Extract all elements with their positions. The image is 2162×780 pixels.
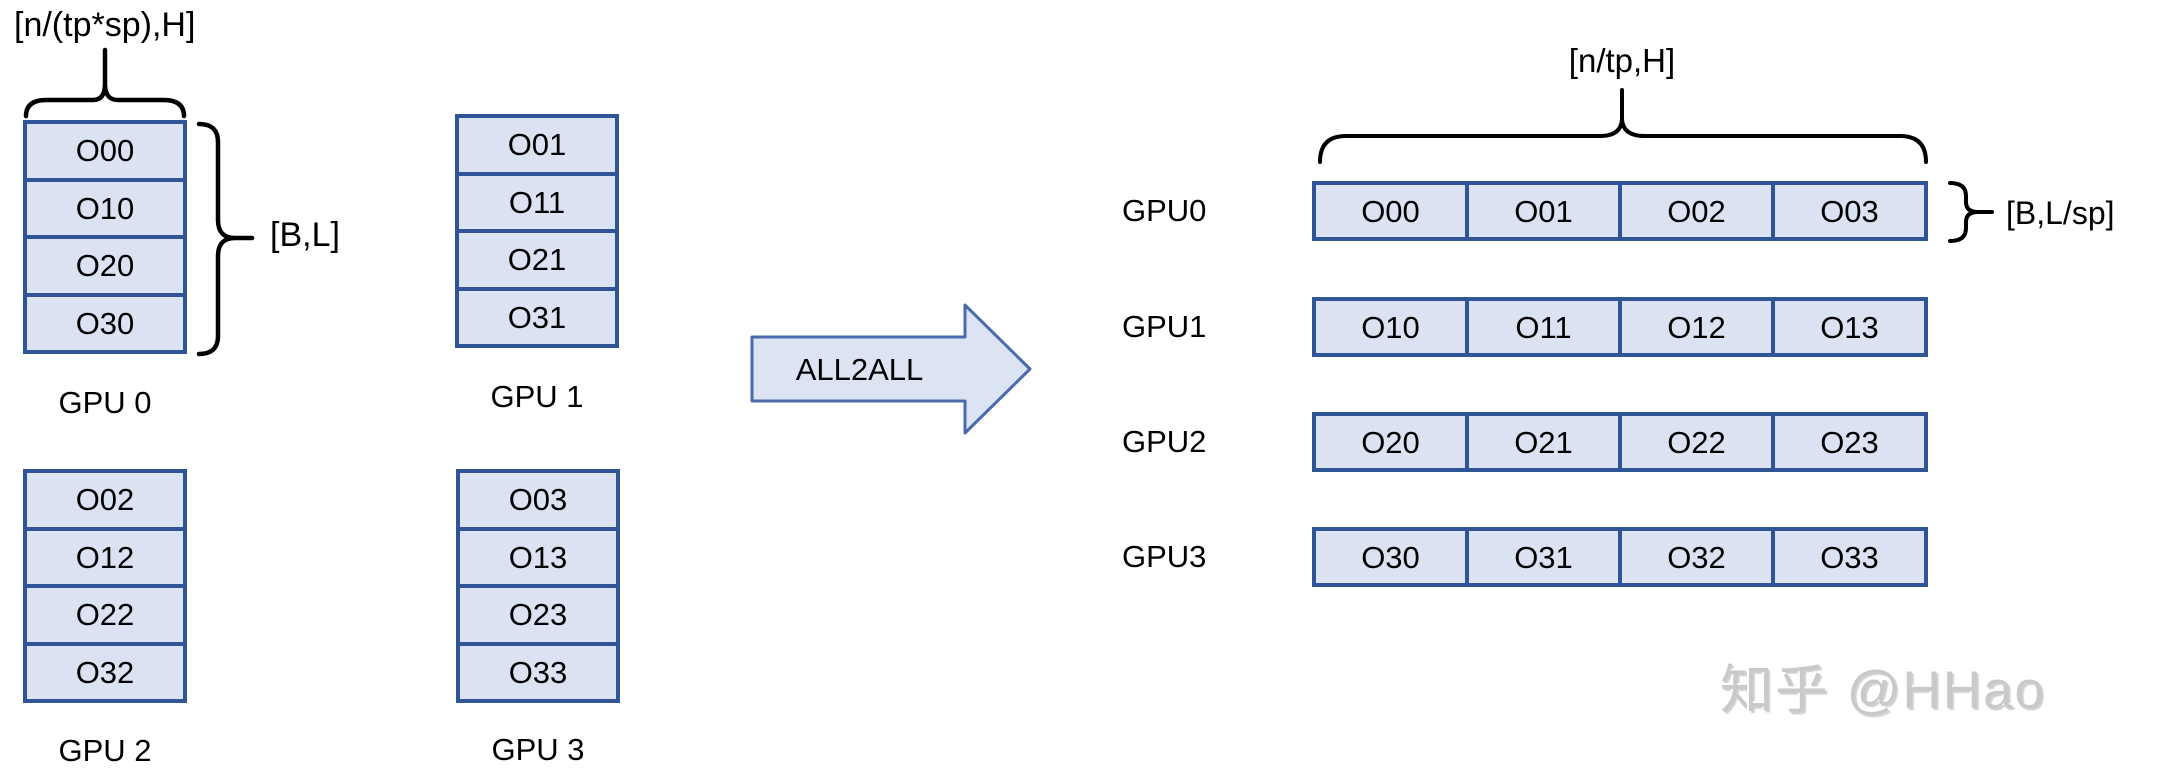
matrix-cell: O33 <box>1775 531 1924 583</box>
matrix-cell: O01 <box>1469 185 1618 237</box>
left-top-brace <box>23 47 187 119</box>
matrix-cell: O01 <box>459 118 615 172</box>
gpu0-input-stack: O00 O10 O20 O30 <box>23 120 187 354</box>
matrix-cell: O30 <box>27 296 183 350</box>
left-dim-right-label: [B,L] <box>270 216 340 254</box>
matrix-cell: O02 <box>1622 185 1771 237</box>
matrix-cell: O12 <box>27 530 183 584</box>
gpu2-input-stack: O02 O12 O22 O32 <box>23 469 187 703</box>
all2all-arrow-label: ALL2ALL <box>795 352 924 387</box>
gpu3-input-label: GPU 3 <box>491 732 585 767</box>
matrix-cell: O22 <box>27 588 183 642</box>
right-dim-top-label: [n/tp,H] <box>1568 42 1676 79</box>
matrix-cell: O12 <box>1622 301 1771 353</box>
gpu0-output-label: GPU0 <box>1122 193 1207 228</box>
left-dim-top-label: [n/(tp*sp),H] <box>14 6 196 44</box>
matrix-cell: O32 <box>1622 531 1771 583</box>
matrix-cell: O00 <box>27 124 183 178</box>
gpu2-output-label: GPU2 <box>1122 424 1207 459</box>
matrix-cell: O32 <box>27 645 183 699</box>
matrix-cell: O20 <box>1316 416 1465 468</box>
right-side-brace <box>1948 181 1994 243</box>
gpu0-output-row: O00 O01 O02 O03 <box>1312 181 1928 241</box>
matrix-cell: O10 <box>1316 301 1465 353</box>
matrix-cell: O33 <box>460 645 616 699</box>
gpu1-input-stack: O01 O11 O21 O31 <box>455 114 619 348</box>
right-dim-right-label: [B,L/sp] <box>2006 195 2115 231</box>
matrix-cell: O30 <box>1316 531 1465 583</box>
gpu2-output-row: O20 O21 O22 O23 <box>1312 412 1928 472</box>
matrix-cell: O22 <box>1622 416 1771 468</box>
gpu2-input-label: GPU 2 <box>58 733 152 768</box>
gpu1-output-label: GPU1 <box>1122 309 1207 344</box>
matrix-cell: O10 <box>27 181 183 235</box>
matrix-cell: O20 <box>27 239 183 293</box>
matrix-cell: O31 <box>1469 531 1618 583</box>
left-side-brace <box>196 121 255 357</box>
matrix-cell: O21 <box>459 233 615 287</box>
matrix-cell: O11 <box>1469 301 1618 353</box>
matrix-cell: O21 <box>1469 416 1618 468</box>
watermark: 知乎 @HHao <box>1720 661 2047 720</box>
gpu1-input-label: GPU 1 <box>490 379 584 414</box>
matrix-cell: O03 <box>1775 185 1924 237</box>
gpu3-output-label: GPU3 <box>1122 539 1207 574</box>
gpu3-output-row: O30 O31 O32 O33 <box>1312 527 1928 587</box>
matrix-cell: O00 <box>1316 185 1465 237</box>
gpu3-input-stack: O03 O13 O23 O33 <box>456 469 620 703</box>
matrix-cell: O13 <box>1775 301 1924 353</box>
matrix-cell: O23 <box>460 588 616 642</box>
matrix-cell: O11 <box>459 175 615 229</box>
right-top-brace <box>1318 88 1928 164</box>
matrix-cell: O02 <box>27 473 183 527</box>
gpu1-output-row: O10 O11 O12 O13 <box>1312 297 1928 357</box>
matrix-cell: O03 <box>460 473 616 527</box>
gpu0-input-label: GPU 0 <box>58 385 152 420</box>
matrix-cell: O31 <box>459 290 615 344</box>
matrix-cell: O23 <box>1775 416 1924 468</box>
matrix-cell: O13 <box>460 530 616 584</box>
